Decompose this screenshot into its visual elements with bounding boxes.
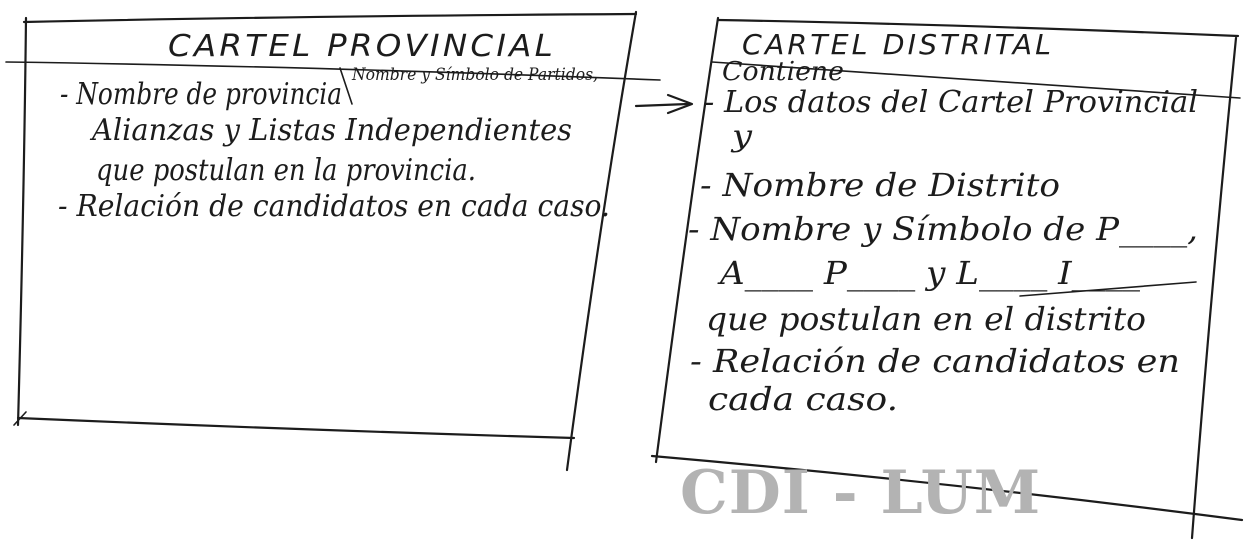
right-box-top-edge <box>716 18 1240 38</box>
right-box-line-8: - Relación de candidatos en <box>690 342 1180 380</box>
right-box-line-6-underline <box>1019 281 1197 297</box>
right-box-line-3: y <box>730 119 754 154</box>
right-box-header-rule <box>711 61 1241 99</box>
left-box-corner-tick <box>13 411 27 426</box>
right-box-line-1: Contiene <box>722 57 844 87</box>
left-box-line-2: Alianzas y Listas Independientes <box>89 113 572 148</box>
right-box-title: CARTEL DISTRITAL <box>742 28 1054 61</box>
connector-arrow <box>634 93 694 115</box>
watermark: CDI - LUM <box>680 458 1042 528</box>
left-box-top-edge <box>22 12 638 24</box>
right-box <box>650 16 1244 540</box>
left-box-line-1: - Nombre de provincia <box>60 77 342 112</box>
right-box-bottom-edge <box>650 454 1244 522</box>
left-box-insertion: Nombre y Símbolo de Partidos, <box>351 65 598 85</box>
right-box-line-6: A____ P____ y L____ I____ <box>717 254 1140 292</box>
left-box-header-rule <box>5 61 661 81</box>
left-box-line-4: - Relación de candidatos en cada caso. <box>58 189 610 224</box>
left-box-insertion-caret <box>339 67 353 105</box>
right-box-line-9: cada caso. <box>708 380 898 418</box>
left-box-right-edge <box>565 10 638 472</box>
left-box-title: CARTEL PROVINCIAL <box>168 29 556 64</box>
left-box-left-edge <box>16 16 28 427</box>
left-box-line-3: que postulan en la provincia. <box>96 153 476 188</box>
right-box-right-edge <box>1190 36 1238 540</box>
left-box <box>5 10 661 472</box>
left-box-bottom-edge <box>16 416 576 440</box>
right-box-line-7: que postulan en el distrito <box>706 300 1146 338</box>
right-box-left-edge <box>654 16 720 464</box>
right-box-line-2: - Los datos del Cartel Provincial <box>704 85 1198 120</box>
right-box-line-4: - Nombre de Distrito <box>700 166 1060 204</box>
right-box-line-5: - Nombre y Símbolo de P____, <box>688 210 1198 248</box>
